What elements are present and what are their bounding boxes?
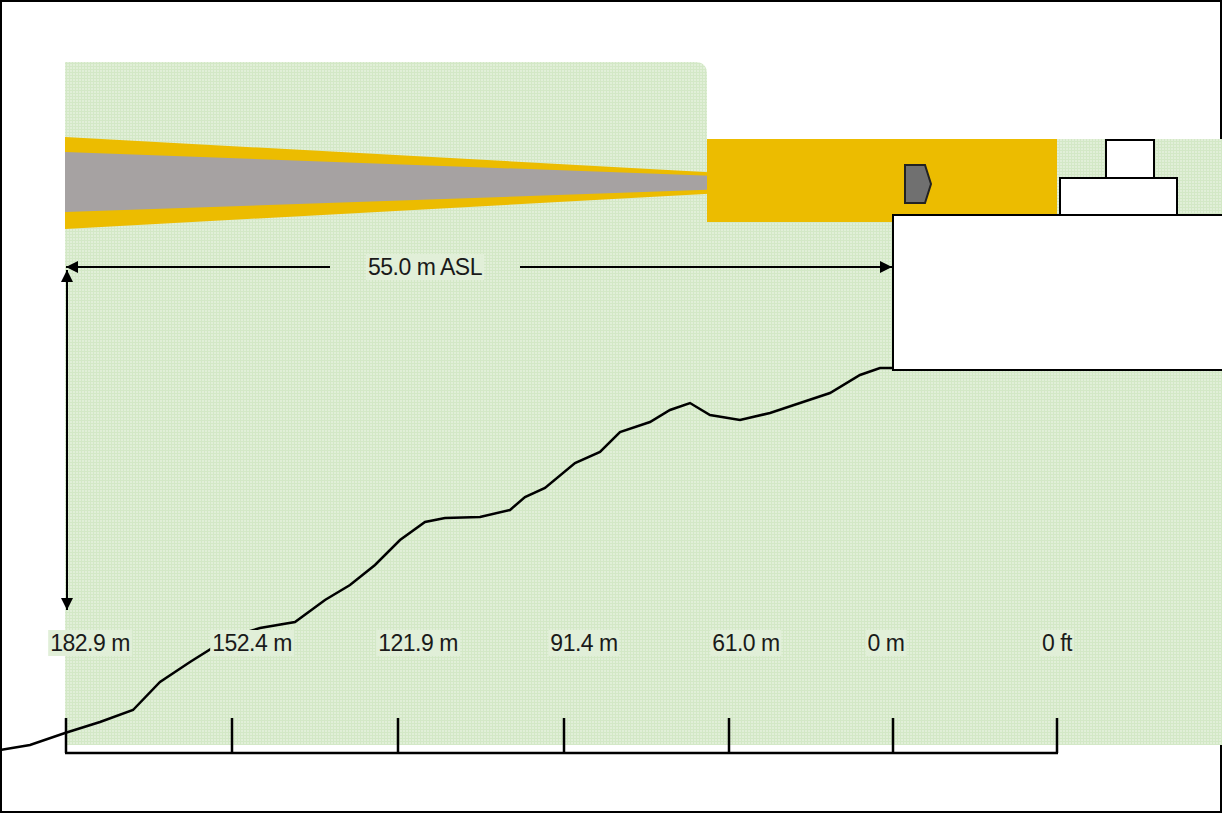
distance-label: 152.4 m — [210, 630, 294, 656]
dimension-line — [520, 266, 892, 268]
distance-axis — [65, 718, 1058, 753]
ground-region — [65, 62, 1222, 745]
height-dimension — [66, 270, 68, 610]
distance-label: 0 m — [866, 630, 907, 656]
building-top — [1106, 140, 1154, 178]
distance-label: 182.9 m — [48, 630, 132, 656]
device-marker — [905, 165, 931, 203]
building — [1060, 178, 1177, 215]
dimension-label: 55.0 m ASL — [366, 254, 484, 280]
terrain-profile — [0, 368, 893, 750]
distance-label: 61.0 m — [710, 630, 781, 656]
distance-label: 0 ft — [1040, 630, 1074, 656]
dimension-line — [66, 266, 330, 268]
platform — [893, 215, 1222, 370]
highlight-band — [707, 139, 1057, 222]
distance-label: 121.9 m — [376, 630, 460, 656]
distance-label: 91.4 m — [548, 630, 619, 656]
